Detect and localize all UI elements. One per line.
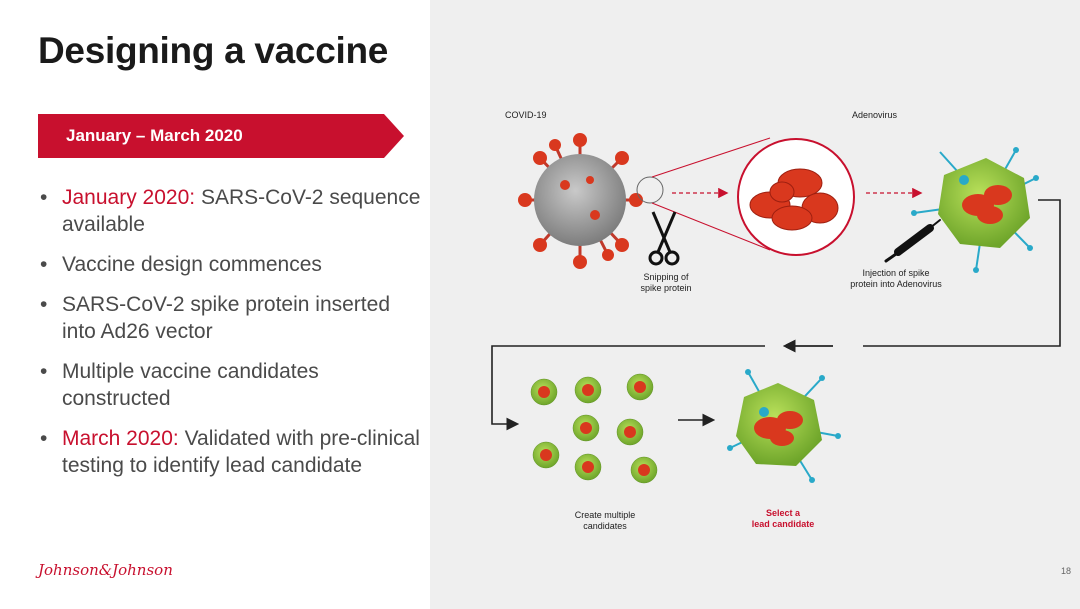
page-title: Designing a vaccine bbox=[38, 30, 389, 71]
brand-logo: Johnson&Johnson bbox=[38, 561, 173, 579]
lead-candidate-icon bbox=[727, 369, 841, 483]
spike-protein-zoom-icon bbox=[737, 138, 855, 256]
zoom-line bbox=[651, 202, 771, 251]
scissors-icon bbox=[648, 211, 680, 266]
covid-virus-icon bbox=[518, 133, 664, 269]
snip-label: Snipping of spike protein bbox=[626, 272, 706, 294]
candidates-grid-icon bbox=[530, 373, 658, 484]
bullet-text: SARS-CoV-2 sequence available bbox=[62, 186, 421, 236]
right-panel bbox=[430, 0, 1080, 609]
create-label: Create multiple candidates bbox=[560, 510, 650, 532]
connector-arrow bbox=[491, 345, 765, 431]
create-label-line: candidates bbox=[583, 521, 627, 531]
bullet-item: Multiple vaccine candidates constructed bbox=[38, 358, 428, 412]
bullet-text: Vaccine design commences bbox=[62, 253, 322, 276]
adenovirus-icon bbox=[911, 147, 1039, 273]
snip-label-line: spike protein bbox=[640, 283, 692, 293]
bullet-text: Multiple vaccine candidates constructed bbox=[62, 360, 319, 410]
zoom-line bbox=[651, 137, 771, 178]
inject-label-line: protein into Adenovirus bbox=[850, 279, 942, 289]
connector-line bbox=[863, 199, 1061, 347]
bullet-item: SARS-CoV-2 spike protein inserted into A… bbox=[38, 291, 428, 345]
create-label-line: Create multiple bbox=[574, 510, 636, 520]
bullet-item: Vaccine design commences bbox=[38, 251, 428, 278]
vaccine-process-diagram bbox=[491, 133, 1061, 484]
date-banner: January – March 2020 bbox=[38, 114, 404, 158]
left-panel: Designing a vaccine January – March 2020… bbox=[0, 0, 430, 609]
syringe-icon bbox=[884, 219, 941, 263]
banner-text: January – March 2020 bbox=[66, 126, 243, 145]
bullet-item: March 2020: Validated with pre-clinical … bbox=[38, 425, 428, 479]
bullet-text: SARS-CoV-2 spike protein inserted into A… bbox=[62, 293, 390, 343]
inject-label: Injection of spike protein into Adenovir… bbox=[836, 268, 956, 290]
page-number: 18 bbox=[1061, 566, 1072, 576]
inject-label-line: Injection of spike bbox=[862, 268, 930, 278]
select-label: Select a lead candidate bbox=[738, 508, 828, 530]
bullet-highlight: January 2020: bbox=[62, 186, 196, 209]
bullet-list: January 2020: SARS-CoV-2 sequence availa… bbox=[38, 184, 428, 492]
banner-arrow-shape bbox=[38, 114, 404, 158]
bullet-highlight: March 2020: bbox=[62, 427, 179, 450]
snip-label-line: Snipping of bbox=[643, 272, 689, 282]
bullet-text: Validated with pre-clinical testing to i… bbox=[62, 427, 420, 477]
select-label-line: lead candidate bbox=[751, 519, 815, 529]
select-label-line: Select a bbox=[765, 508, 801, 518]
bullet-item: January 2020: SARS-CoV-2 sequence availa… bbox=[38, 184, 428, 238]
covid-label: COVID-19 bbox=[505, 110, 547, 120]
adenovirus-label: Adenovirus bbox=[852, 110, 898, 120]
